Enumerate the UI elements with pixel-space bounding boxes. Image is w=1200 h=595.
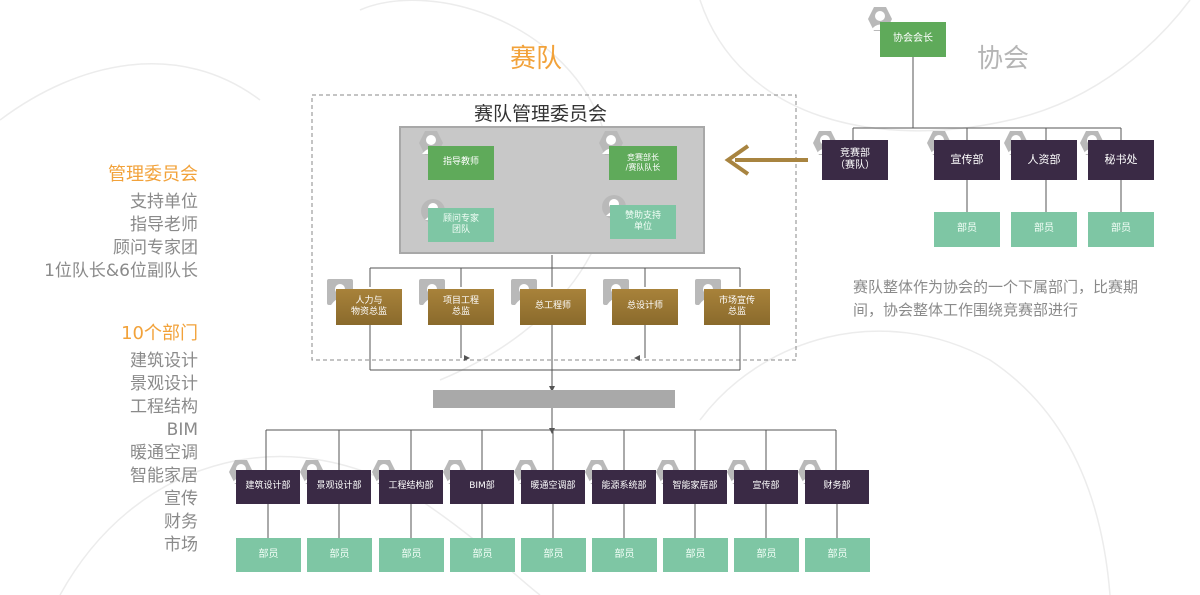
association-dept-secretariat: 秘书处: [1088, 140, 1154, 180]
department-smart-home: 智能家居部: [663, 470, 727, 504]
sidebar-committee-heading: 管理委员会: [108, 164, 198, 185]
committee-member-sponsors: 赞助支持 单位: [610, 205, 676, 239]
supervisor-chief-engineer: 总工程师: [520, 289, 586, 325]
association-member-box: 部员: [1011, 212, 1077, 247]
sidebar-department-item: BIM: [166, 420, 198, 440]
member-box: 部员: [307, 538, 372, 572]
committee-member-captain: 竞赛部长 /赛队队长: [609, 146, 677, 180]
sidebar-committee-item: 指导老师: [130, 215, 198, 235]
association-dept-competition: 竞赛部 （赛队）: [822, 140, 888, 180]
sidebar-department-item: 市场: [164, 535, 198, 555]
sidebar-department-item: 宣传: [164, 489, 198, 509]
department-bim: BIM部: [450, 470, 514, 504]
supervisor-hr-materials: 人力与 物资总监: [336, 289, 402, 325]
department-structure: 工程结构部: [379, 470, 443, 504]
sidebar-committee-item: 顾问专家团: [113, 238, 198, 258]
department-finance: 财务部: [805, 470, 869, 504]
sidebar-department-item: 暖通空调: [130, 443, 198, 463]
sidebar-department-item: 财务: [164, 512, 198, 532]
president-box: 协会会长: [880, 22, 946, 57]
big-left-arrow: [724, 144, 808, 176]
sidebar-department-item: 智能家居: [130, 466, 198, 486]
department-hvac: 暖通空调部: [521, 470, 585, 504]
sidebar-committee-item: 支持单位: [130, 192, 198, 212]
supervisor-project: 项目工程 总监: [428, 289, 494, 325]
member-box: 部员: [521, 538, 586, 572]
team-title: 赛队: [510, 44, 563, 74]
member-box: 部员: [663, 538, 728, 572]
association-member-box: 部员: [1088, 212, 1154, 247]
committee-member-advisors: 顾问专家 团队: [428, 208, 494, 242]
department-landscape: 景观设计部: [307, 470, 371, 504]
association-member-box: 部员: [934, 212, 1000, 247]
committee-member-instructor: 指导教师: [428, 146, 494, 180]
sidebar-department-item: 建筑设计: [130, 351, 198, 371]
association-dept-hr: 人资部: [1011, 140, 1077, 180]
committee-title: 赛队管理委员会: [474, 103, 608, 125]
member-box: 部员: [805, 538, 870, 572]
association-dept-publicity: 宣传部: [934, 140, 1000, 180]
member-box: 部员: [236, 538, 301, 572]
supervisor-marketing: 市场宣传 总监: [704, 289, 770, 325]
member-box: 部员: [734, 538, 799, 572]
member-box: 部员: [450, 538, 515, 572]
association-title: 协会: [977, 44, 1030, 74]
department-architecture: 建筑设计部: [236, 470, 300, 504]
sidebar-department-item: 景观设计: [130, 374, 198, 394]
association-note: 赛队整体作为协会的一个下属部门，比赛期间，协会整体工作围绕竞赛部进行: [853, 278, 1139, 319]
member-box: 部员: [592, 538, 657, 572]
department-energy: 能源系统部: [592, 470, 656, 504]
supervisor-chief-designer: 总设计师: [612, 289, 678, 325]
sidebar-departments-heading: 10个部门: [121, 323, 198, 344]
committee-dashed-frame: [311, 94, 797, 361]
team-hub-bar: [433, 390, 675, 408]
sidebar-department-item: 工程结构: [130, 397, 198, 417]
member-box: 部员: [379, 538, 444, 572]
sidebar-committee-item: 1位队长&6位副队长: [44, 261, 198, 281]
department-publicity: 宣传部: [734, 470, 798, 504]
